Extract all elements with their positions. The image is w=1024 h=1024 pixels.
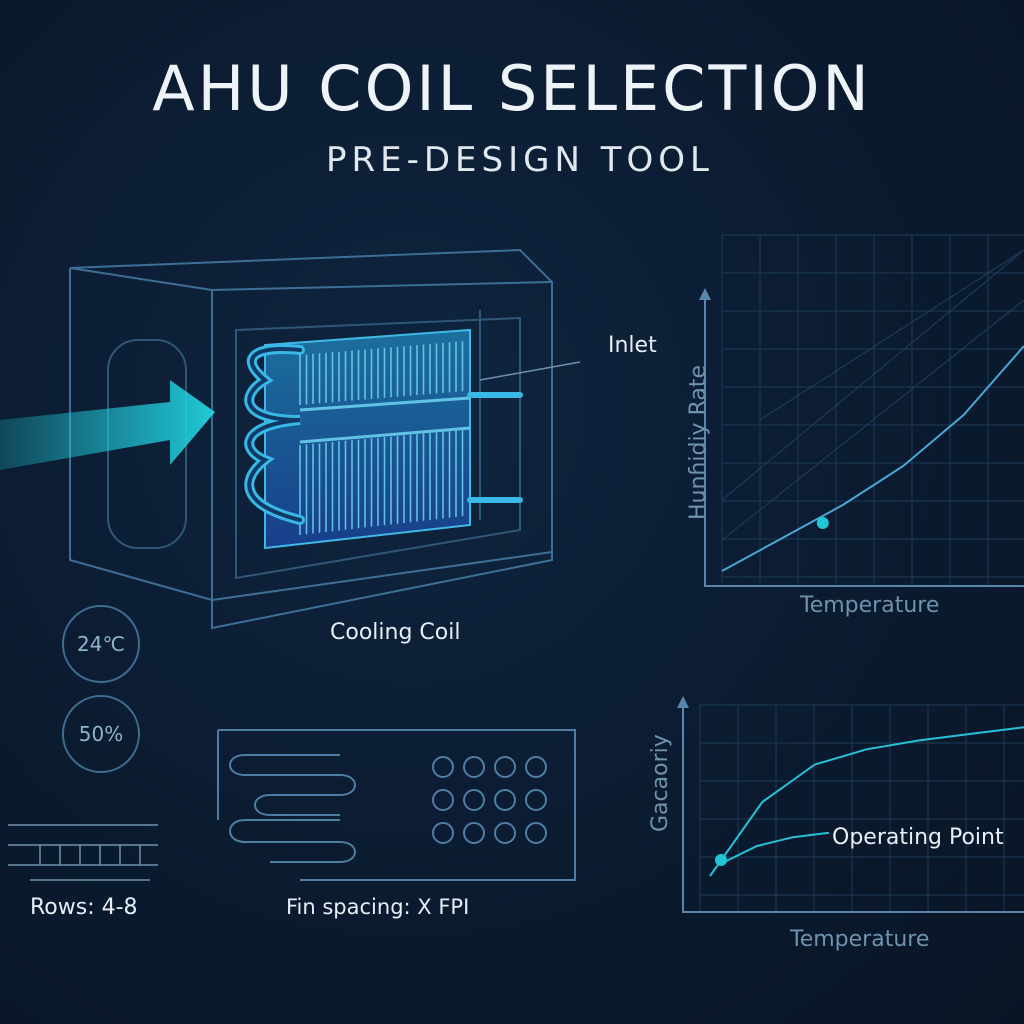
tube-hole-icon bbox=[494, 789, 516, 811]
cooling-coil-label: Cooling Coil bbox=[330, 620, 461, 645]
inlet-label: Inlet bbox=[608, 333, 657, 358]
page-title: AHU COIL SELECTION bbox=[152, 52, 872, 125]
page-subtitle: PRE-DESIGN TOOL bbox=[326, 140, 714, 180]
chart2-y-arrow-icon bbox=[677, 696, 689, 708]
airflow-arrow-icon bbox=[0, 380, 215, 470]
tube-hole-icon bbox=[494, 756, 516, 778]
chart2-y-axis bbox=[682, 705, 1024, 913]
cooling-coil bbox=[244, 328, 523, 550]
chart2-series-line-1 bbox=[709, 726, 1024, 877]
tube-hole-icon bbox=[525, 756, 547, 778]
tube-hole-icon bbox=[432, 822, 454, 844]
rows-diagram bbox=[8, 824, 158, 881]
inlet-leader bbox=[479, 361, 581, 381]
chart-capacity bbox=[677, 696, 1024, 913]
chart2-ylabel: Gacaoriy bbox=[648, 734, 673, 832]
chart1-xlabel: Temperature bbox=[800, 593, 940, 618]
tube-hole-icon bbox=[432, 789, 454, 811]
operating-point-marker bbox=[715, 854, 727, 866]
chart2-series-line-2 bbox=[720, 831, 830, 865]
tube-hole-icon bbox=[494, 822, 516, 844]
operating-point-label: Operating Point bbox=[832, 825, 1004, 850]
temperature-gauge: 24℃ bbox=[62, 605, 140, 683]
tube-hole-icon bbox=[463, 789, 485, 811]
fin-spacing-label: Fin spacing: X FPI bbox=[286, 895, 470, 919]
chart1-ylabel: Hunɦidiy Rate bbox=[686, 364, 711, 520]
chart1-series-line bbox=[721, 345, 1024, 572]
coil-header bbox=[299, 396, 471, 444]
fin-spacing-panel bbox=[217, 729, 576, 881]
chart2-xlabel: Temperature bbox=[790, 927, 930, 952]
rows-label: Rows: 4-8 bbox=[30, 895, 138, 920]
tube-hole-icon bbox=[463, 756, 485, 778]
tube-hole-icon bbox=[525, 822, 547, 844]
tube-hole-icon bbox=[432, 756, 454, 778]
humidity-gauge: 50% bbox=[62, 695, 140, 773]
chart1-y-arrow-icon bbox=[699, 288, 711, 300]
tube-hole-icon bbox=[525, 789, 547, 811]
chart1-y-axis bbox=[704, 295, 1024, 587]
chart-humidity bbox=[699, 234, 1024, 587]
tube-hole-icon bbox=[463, 822, 485, 844]
chart1-highlight-point bbox=[816, 517, 829, 529]
